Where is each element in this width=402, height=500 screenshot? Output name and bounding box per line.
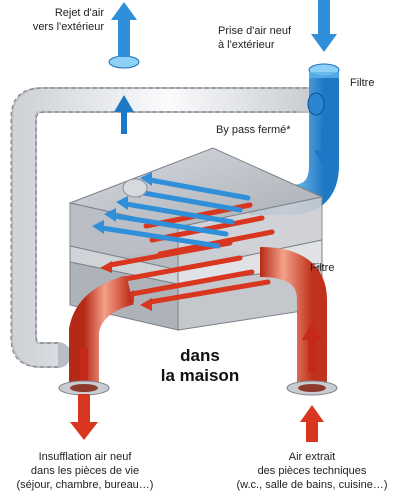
- supply-label-line2: dans les pièces de vie: [30, 465, 140, 477]
- extract-label: Air extrait des pièces techniques (w.c.,…: [224, 450, 400, 492]
- in-house-label-line2: la maison: [160, 366, 240, 385]
- intake-label: Prise d'air neuf à l'extérieur: [218, 24, 291, 52]
- bypass-label: By pass fermé*: [216, 124, 291, 136]
- intake-label-line2: à l'extérieur: [218, 39, 275, 51]
- bypass-duct: [10, 87, 325, 368]
- exhaust-label-line2: vers l'extérieur: [32, 21, 104, 33]
- extract-duct: [259, 247, 338, 442]
- supply-label-line1: Insufflation air neuf: [38, 451, 132, 463]
- extract-label-line1: Air extrait: [288, 451, 336, 463]
- exhaust-label-line1: Rejet d'air: [54, 7, 104, 19]
- filter-label-middle: Filtre: [310, 262, 335, 274]
- intake-label-line1: Prise d'air neuf: [218, 25, 292, 37]
- outdoor-arrows: [111, 0, 337, 57]
- supply-label-line3: (séjour, chambre, bureau…): [16, 479, 154, 491]
- in-house-label-line1: dans: [180, 346, 220, 365]
- extract-label-line2: des pièces techniques: [257, 465, 367, 477]
- filter-label-top: Filtre: [350, 77, 375, 89]
- exhaust-label: Rejet d'air vers l'extérieur: [8, 6, 104, 34]
- supply-duct: [58, 275, 135, 440]
- extract-label-line3: (w.c., salle de bains, cuisine…): [236, 479, 388, 491]
- supply-label: Insufflation air neuf dans les pièces de…: [0, 450, 170, 492]
- in-house-label: dans la maison: [140, 346, 260, 386]
